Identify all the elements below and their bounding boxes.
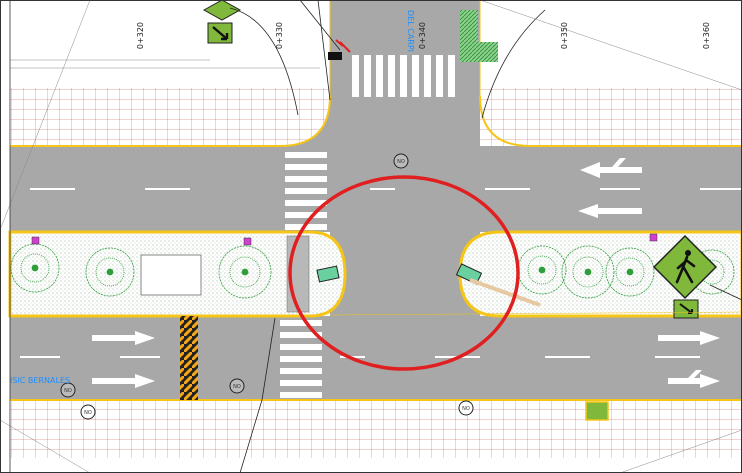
main-street-label: ISIC BERNALES bbox=[10, 376, 70, 385]
station-label: 0+350 bbox=[560, 22, 569, 49]
utility-marker-icon bbox=[31, 233, 658, 246]
svg-text:NO: NO bbox=[84, 410, 92, 416]
warning-sign-partial-icon bbox=[202, 0, 242, 21]
tree-icon bbox=[605, 247, 655, 297]
crosswalk-north bbox=[352, 55, 455, 97]
cross-street-label: DEL CARPI bbox=[406, 10, 415, 52]
lane-arrow-icon bbox=[668, 370, 720, 388]
svg-text:NO: NO bbox=[397, 159, 405, 165]
median-path-right bbox=[469, 278, 541, 307]
signal-pole-marker bbox=[335, 39, 351, 53]
crosswalk-west-lower bbox=[280, 320, 322, 398]
lane-arrow-icon bbox=[92, 374, 155, 388]
no-parking-sign-icon: NO bbox=[229, 378, 245, 394]
tree-icon bbox=[85, 247, 135, 297]
lane-arrow-icon bbox=[92, 331, 155, 345]
planting-area-top bbox=[460, 10, 478, 62]
planter-box bbox=[140, 254, 202, 296]
highlight-circle bbox=[288, 175, 520, 371]
no-parking-sign-icon: NO bbox=[80, 404, 96, 420]
tree-icon bbox=[689, 249, 735, 295]
sidewalk-top-right bbox=[480, 88, 742, 146]
turn-arrow-glyph bbox=[212, 26, 229, 41]
station-label: 0+340 bbox=[418, 22, 427, 49]
station-label: 0+320 bbox=[136, 22, 145, 49]
lane-arrow-icon bbox=[580, 158, 642, 178]
tree-icon bbox=[218, 245, 272, 299]
median-sign-right bbox=[455, 263, 483, 285]
lane-arrow-icon bbox=[658, 331, 720, 345]
median-sign-left bbox=[316, 265, 340, 283]
sidewalk-bottom bbox=[10, 400, 742, 458]
sidewalk-top-left bbox=[10, 88, 330, 146]
curb-line-top-left bbox=[279, 95, 331, 147]
leader-lines bbox=[229, 0, 742, 473]
svg-text:NO: NO bbox=[462, 406, 470, 412]
hatched-island bbox=[180, 316, 198, 400]
curb-line-top-right bbox=[479, 95, 531, 147]
station-label: 0+360 bbox=[702, 22, 711, 49]
pedestrian-crossing-sign-icon bbox=[652, 234, 718, 300]
station-label: 0+330 bbox=[275, 22, 284, 49]
signal-pole-base bbox=[328, 52, 342, 60]
no-parking-sign-icon: NO bbox=[60, 382, 76, 398]
planting-area-top-2 bbox=[478, 42, 498, 62]
signal-cabinet-icon bbox=[585, 401, 609, 421]
svg-text:NO: NO bbox=[64, 388, 72, 394]
svg-text:NO: NO bbox=[233, 384, 241, 390]
lane-arrow-icon bbox=[578, 204, 642, 218]
tree-icon bbox=[561, 245, 615, 299]
station-labels: 0+320 0+330 0+340 0+350 0+360 bbox=[136, 22, 711, 49]
no-parking-sign-icon: NO bbox=[458, 400, 474, 416]
no-parking-sign-icon: NO bbox=[393, 153, 409, 169]
tree-icon bbox=[517, 245, 567, 295]
